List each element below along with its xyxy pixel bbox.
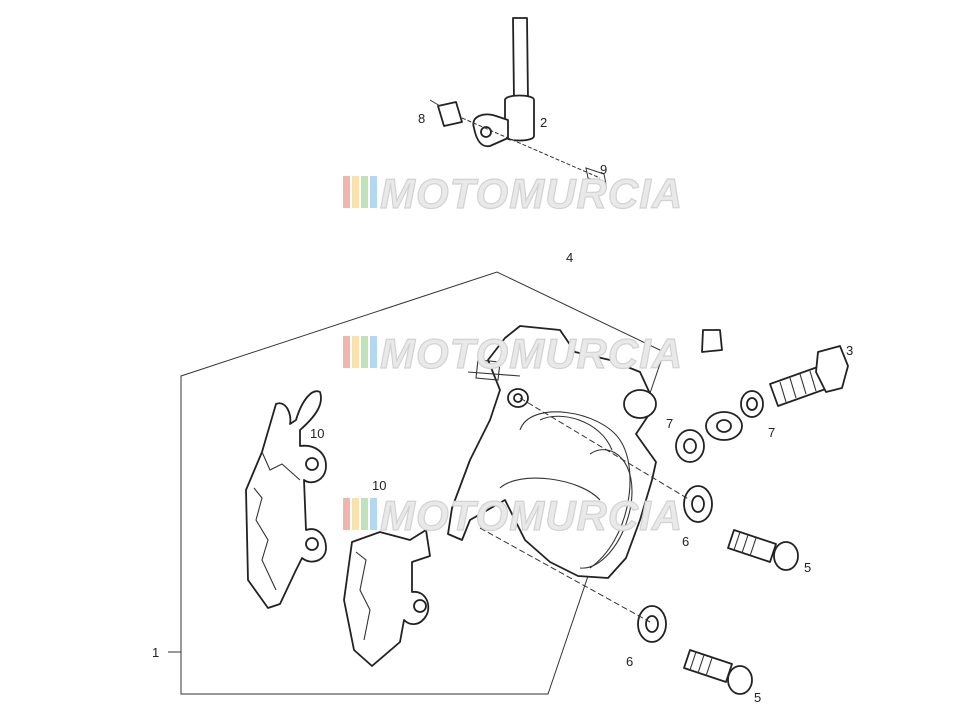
label-part-7-right: 7 <box>768 425 775 440</box>
bolt-5-lower <box>683 649 753 695</box>
label-part-4: 4 <box>566 250 573 265</box>
label-part-10-left: 10 <box>310 426 324 441</box>
watermark-text-top: MOTOMURCIA <box>380 170 683 217</box>
label-part-2: 2 <box>540 115 547 130</box>
label-part-7-left: 7 <box>666 416 673 431</box>
watermark-middle: MOTOMURCIA <box>343 329 683 378</box>
label-part-8: 8 <box>418 111 425 126</box>
label-part-6-lower: 6 <box>626 654 633 669</box>
label-part-5-upper: 5 <box>804 560 811 575</box>
brake-hose <box>472 17 743 441</box>
watermark-text-bottom: MOTOMURCIA <box>380 492 683 539</box>
watermark-text-middle: MOTOMURCIA <box>380 330 683 377</box>
label-part-5-lower: 5 <box>754 690 761 705</box>
watermark-bottom: MOTOMURCIA <box>343 491 683 540</box>
washer-6-upper <box>683 485 713 523</box>
axis-upper <box>519 397 691 501</box>
axis-lower <box>479 527 651 623</box>
bolt-5-upper <box>727 529 799 571</box>
nut-clip <box>429 99 607 185</box>
label-part-3: 3 <box>846 343 853 358</box>
brake-pad-left <box>245 390 327 609</box>
bolt-3 <box>769 345 849 407</box>
washer-7-right <box>740 390 764 418</box>
washer-7-left <box>675 429 705 463</box>
label-part-10-right: 10 <box>372 478 386 493</box>
washer-6-lower <box>637 605 667 643</box>
label-part-9: 9 <box>600 162 607 177</box>
watermark-top: MOTOMURCIA <box>343 169 683 218</box>
label-part-6-upper: 6 <box>682 534 689 549</box>
brake-pad-right <box>343 529 431 667</box>
label-part-1: 1 <box>152 645 159 660</box>
brake-caliper <box>447 325 657 579</box>
